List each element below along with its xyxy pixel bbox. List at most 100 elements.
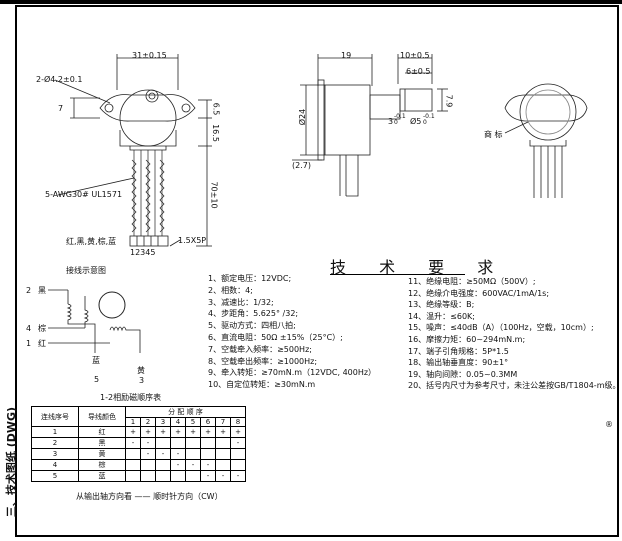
seq-cell: -: [230, 470, 246, 482]
connector-spec: 1.5X5P: [178, 236, 207, 245]
dim-7: 7: [58, 104, 64, 113]
row-color: 黄: [78, 448, 126, 460]
dim-2-7: (2.7): [292, 161, 311, 170]
table-row: 3 黄 - - -: [31, 448, 246, 460]
table-row: 2 黑 - - -: [31, 437, 246, 449]
seq-cell: -: [230, 437, 246, 449]
label-mark: 商 标: [484, 130, 503, 139]
seq-cell: -: [200, 470, 216, 482]
table-row: 5 蓝 - - -: [31, 470, 246, 482]
seq-cell: -: [170, 448, 186, 460]
table-row: 4 棕 - - -: [31, 459, 246, 471]
spec-item: 5、驱动方式：四相八拍;: [208, 321, 296, 331]
seq-cell: [170, 470, 186, 482]
registered-mark: ®: [605, 420, 613, 429]
wire-label-black: 黑: [38, 286, 46, 295]
dim-10: 10±0.5: [400, 51, 430, 60]
row-no: 5: [31, 470, 79, 482]
dim-holes: 2-Ø4.2±0.1: [36, 75, 83, 84]
wire-label-4: 4: [26, 324, 32, 333]
wire-label-yellow: 黄: [137, 366, 145, 375]
seq-cell: -: [170, 459, 186, 471]
step-header: 4: [170, 417, 186, 427]
spec-item: 8、空载牵出频率：≥1000Hz;: [208, 356, 318, 366]
seq-cell: +: [170, 426, 186, 438]
spec-item: 18、输出轴垂直度：90±1°: [408, 358, 509, 368]
seq-cell: [170, 437, 186, 449]
seq-cell: [185, 437, 201, 449]
seq-cell: [230, 448, 246, 460]
motor-front-view: [54, 54, 212, 247]
dim-3: 3: [388, 117, 394, 126]
seq-cell: -: [140, 437, 156, 449]
row-no: 3: [31, 448, 79, 460]
spec-item: 9、牵入转矩：≥70mN.m（12VDC, 400Hz）: [208, 368, 377, 378]
header-wire-color: 导线颜色: [78, 406, 126, 427]
step-header: 7: [215, 417, 231, 427]
sequence-table: 连线序号 导线颜色 分 配 顺 序 1 2 3 4 5 6 7 8 1 红 + …: [31, 406, 246, 482]
row-color: 棕: [78, 459, 126, 471]
row-no: 4: [31, 459, 79, 471]
seq-cell: [185, 448, 201, 460]
seq-cell: [125, 459, 141, 471]
spec-item: 17、端子引角规格：5P*1.5: [408, 346, 509, 356]
wire-label-3: 3: [139, 376, 145, 385]
spec-item: 19、轴向间隙：0.05~0.3MM: [408, 369, 518, 379]
seq-cell: -: [155, 448, 171, 460]
seq-cell: +: [215, 426, 231, 438]
step-header: 6: [200, 417, 216, 427]
seq-cell: +: [155, 426, 171, 438]
wiring-diagram: [48, 289, 141, 353]
step-header: 2: [140, 417, 156, 427]
spec-item: 12、绝缘介电强度：600VAC/1mA/1s;: [408, 288, 550, 298]
top-border: [0, 0, 622, 4]
spec-item: 11、绝缘电阻：≥50MΩ（500V）;: [408, 277, 536, 286]
seq-table-title: 1-2相励磁顺序表: [100, 393, 162, 402]
seq-cell: [155, 437, 171, 449]
seq-cell: -: [185, 459, 201, 471]
seq-cell: +: [125, 426, 141, 438]
dim-width: 31±0.15: [132, 51, 167, 60]
seq-cell: [140, 470, 156, 482]
wire-label-blue: 蓝: [92, 356, 100, 365]
row-color: 黑: [78, 437, 126, 449]
spec-item: 6、直流电阻：50Ω ±15%（25°C）;: [208, 332, 343, 342]
wire-label-red: 红: [38, 339, 46, 348]
seq-cell: -: [140, 448, 156, 460]
wire-label-5: 5: [94, 375, 100, 384]
wire-label-2: 2: [26, 286, 32, 295]
seq-cell: [125, 470, 141, 482]
seq-cell: [230, 459, 246, 471]
spec-item: 15、噪声：≤40dB（A）（100Hz，空载，10cm）;: [408, 323, 594, 333]
dim-d5: Ø5: [410, 117, 422, 126]
spec-item: 3、减速比：1/32;: [208, 297, 274, 307]
row-no: 1: [31, 426, 79, 438]
seq-cell: [215, 459, 231, 471]
row-color: 蓝: [78, 470, 126, 482]
spec-item: 10、自定位转矩：≥30mN.m: [208, 380, 316, 390]
seq-cell: [215, 448, 231, 460]
seq-cell: [185, 470, 201, 482]
table-row: 1 红 + + + + + + + +: [31, 426, 246, 438]
header-seq-no: 连线序号: [31, 406, 79, 427]
dim-d5-tol: -0.1 0: [423, 113, 435, 126]
step-header: 1: [125, 417, 141, 427]
dim-7-9: 7.9: [444, 94, 454, 108]
motor-rear-view: [504, 83, 588, 198]
spec-heading: 技 术 要 求: [330, 258, 508, 277]
sheet-frame: [15, 5, 619, 537]
dim-70: 70±10: [209, 181, 219, 209]
seq-cell: +: [200, 426, 216, 438]
seq-table-footer: 从输出轴方向看 —— 顺时针方向（CW）: [76, 492, 223, 501]
wire-label-brown: 棕: [38, 324, 46, 333]
seq-cell: +: [230, 426, 246, 438]
spec-item: 20、括号内尺寸为参考尺寸，未注公差按GB/T1804-m级。: [408, 381, 621, 391]
specs-right: 11、绝缘电阻：≥50MΩ（500V）; 12、绝缘介电强度：600VAC/1m…: [408, 276, 621, 392]
spec-heading-underline: [330, 274, 465, 275]
seq-cell: [155, 459, 171, 471]
spec-item: 4、步距角：5.625° /32;: [208, 309, 299, 319]
spec-item: 14、温升：≤60K;: [408, 311, 476, 321]
seq-cell: [215, 437, 231, 449]
dim-16-5: 16.5: [210, 124, 220, 142]
